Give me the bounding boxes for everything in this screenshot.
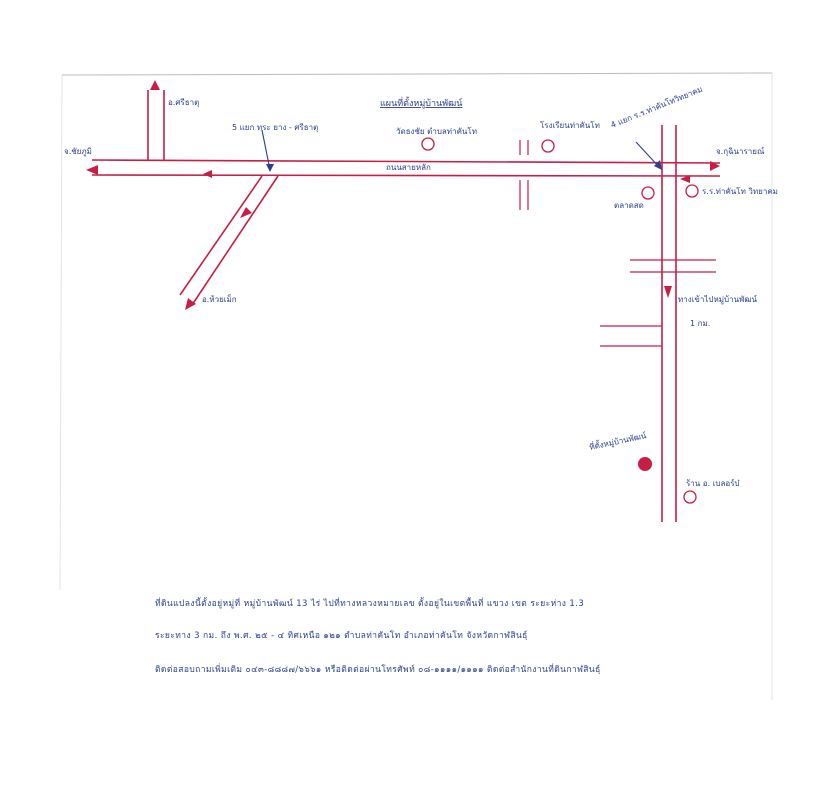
label-school: โรงเรียนท่าคันโท (540, 120, 600, 130)
label-east-road: จ.กุฉินารายณ์ (716, 146, 765, 156)
label-south-road: อ.ห้วยเม็ก (202, 294, 237, 304)
note-line-2: ระยะทาง 3 กม. ถึง พ.ศ. ๒๕ - ๔ ทิศเหนือ ๑… (155, 631, 528, 641)
label-right-landmark: ร.ร.ท่าคันโท วิทยาคม (702, 186, 778, 196)
paper-edge-left (59, 74, 63, 591)
pointers (261, 129, 662, 172)
right-school-marker (685, 184, 699, 198)
label-distance: 1 กม. (690, 319, 710, 328)
paper-edge-top (61, 72, 773, 76)
label-main-road: ถนนสายหลัก (386, 163, 431, 172)
note-line-3: ติดต่อสอบถามเพิ่มเติม ๐๔๓-๘๘๘๗/๖๖๖๑ หรือ… (155, 665, 601, 675)
label-junction: 5 แยก ทระ ยาง - ศรีธาตุ (232, 123, 318, 132)
label-site: ที่ตั้งหมู่บ้านพัฒน์ (588, 429, 648, 453)
label-distance-note: ทางเข้าไปหมู่บ้านพัฒน์ (678, 294, 758, 305)
crossing-marks (519, 140, 529, 210)
southwest-road (179, 175, 279, 310)
temple-marker (421, 137, 435, 151)
label-temple: วัดธงชัย ตำบลท่าคันโท (396, 126, 477, 136)
cafe-marker (683, 490, 697, 504)
map-title: แผนที่ตั้งหมู่บ้านพัฒน์ (380, 96, 462, 109)
label-corner-junction: 4 แยก ร.ร.ท่าคันโทวิทยาคม (609, 84, 704, 130)
main-road (86, 159, 721, 183)
market-marker (641, 186, 655, 200)
north-road (147, 80, 165, 160)
label-cafe: ร้าน อ. เบลอร์บ๋ (686, 478, 740, 488)
site-marker (638, 457, 652, 471)
label-north-road: อ.ศรีธาตุ (168, 98, 199, 107)
label-west-road: จ.ชัยภูมิ (64, 147, 92, 157)
south-road (600, 125, 716, 522)
description-notes: ที่ดินแปลงนี้ตั้งอยู่หมู่ที่ หมู่บ้านพัฒ… (155, 594, 695, 680)
label-left-landmark: ตลาดสด (614, 201, 644, 210)
note-line-1: ที่ดินแปลงนี้ตั้งอยู่หมู่ที่ หมู่บ้านพัฒ… (155, 599, 585, 609)
school-marker (541, 139, 555, 153)
